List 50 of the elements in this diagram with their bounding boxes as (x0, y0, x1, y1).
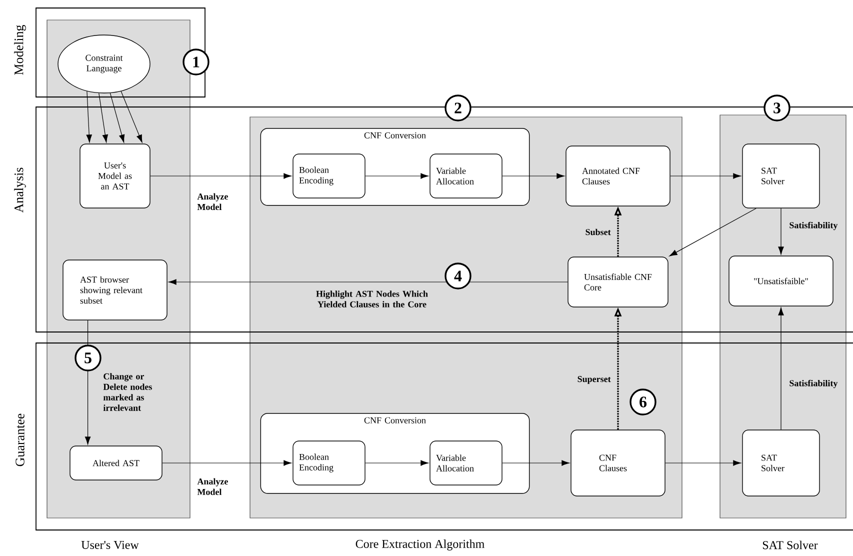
column-label: Core Extraction Algorithm (356, 540, 484, 550)
callout-number: 5 (74, 344, 102, 372)
process-box: "Unsatisfaible" (728, 256, 834, 306)
callout-number: 4 (444, 262, 472, 290)
arrow (669, 208, 756, 256)
arrow (502, 460, 570, 466)
process-box: Annotated CNF Clauses (566, 146, 670, 206)
process-box: Altered AST (70, 446, 162, 480)
arrow (86, 90, 92, 143)
lane-label: Modeling (14, 24, 26, 75)
arrow (778, 208, 784, 255)
process-box: User's Model as an AST (80, 144, 150, 208)
edge-label: Analyze Model (197, 193, 228, 210)
edge-label: Subset (586, 228, 611, 236)
process-box: Boolean Encoding (292, 154, 366, 198)
arrow (670, 173, 742, 179)
process-box: Variable Allocation (430, 440, 502, 486)
lane-label: Analysis (14, 168, 26, 213)
edge-label: Satisfiability (790, 222, 838, 230)
edge-label: Change or Delete nodes marked as irrelevant (103, 373, 152, 411)
edge-label: Highlight AST Nodes Which Yielded Clauses in the Core (316, 290, 428, 308)
arrow (365, 173, 429, 179)
process-box: SAT Solver (742, 144, 820, 208)
process-box: Boolean Encoding (292, 440, 366, 486)
arrow (168, 279, 568, 285)
callout-number: 3 (764, 94, 790, 122)
edge-label: Analyze Model (197, 478, 228, 496)
arrow (665, 460, 742, 466)
ellipse-node: Constraint Language (58, 34, 150, 94)
arrow (502, 173, 565, 179)
edge-label: Satisfiability (790, 380, 838, 388)
arrow (365, 460, 429, 466)
column-label: User's View (81, 540, 139, 550)
lane-label: Guarantee (16, 414, 24, 466)
callout-number: 2 (444, 94, 472, 122)
arrow (162, 460, 292, 466)
process-box: AST browser showing relevant subset (62, 260, 168, 320)
arrow (110, 92, 125, 143)
process-box: CNF Clauses (570, 430, 666, 496)
edge-label: Superset (578, 376, 611, 384)
callout-number: 1 (182, 48, 210, 76)
process-box: Unsatisfiable CNF Core (568, 256, 668, 308)
arrow (150, 173, 292, 179)
callout-number: 6 (630, 388, 656, 416)
process-box: SAT Solver (742, 430, 820, 496)
arrow (778, 307, 784, 430)
arrow (120, 90, 142, 143)
arrow (98, 92, 108, 143)
column-label: SAT Solver (762, 540, 818, 550)
process-box: Variable Allocation (430, 154, 502, 198)
